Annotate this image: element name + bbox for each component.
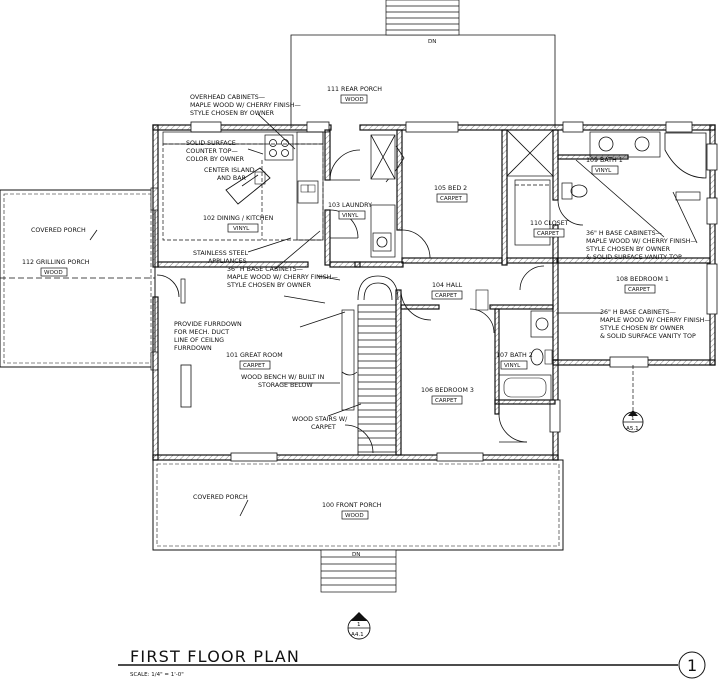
bathtub — [498, 374, 552, 401]
front-porch: DN — [152, 459, 564, 593]
cooktop — [264, 134, 294, 161]
note-base-cabinets-bath2: 36" H BASE CABINETS— MAPLE WOOD W/ CHERR… — [600, 309, 713, 340]
room-finish-bed2: CARPET — [440, 196, 463, 202]
room-name-bath2: 107 BATH 2 — [496, 352, 533, 359]
note-wood-bench: WOOD BENCH W/ BUILT IN STORAGE BELOW — [241, 374, 326, 389]
section-marker-a5: 1 A5.1 — [622, 365, 644, 433]
room-finish-hall: CARPET — [435, 293, 458, 299]
room-finish-front-porch: WOOD — [345, 513, 364, 519]
section-a4-sheet: A4.1 — [351, 632, 364, 638]
room-name-grilling-porch: 112 GRILLING PORCH — [22, 259, 90, 266]
room-finish-grilling-porch: WOOD — [44, 270, 63, 276]
room-finish-great-room: CARPET — [243, 363, 266, 369]
kitchen-sink — [297, 180, 319, 204]
room-finish-bedroom1: CARPET — [628, 287, 651, 293]
room-name-closet: 110 CLOSET — [530, 220, 569, 227]
note-overhead-cabinets: OVERHEAD CABINETS— MAPLE WOOD W/ CHERRY … — [190, 94, 303, 117]
room-finish-closet: CARPET — [537, 231, 560, 237]
room-name-bath1: 109 BATH 1 — [586, 157, 623, 164]
note-covered-porch-front: COVERED PORCH — [193, 494, 248, 501]
windows — [180, 121, 718, 462]
room-name-front-porch: 100 FRONT PORCH — [322, 502, 382, 509]
title-block: FIRST FLOOR PLAN SCALE: 1/4" = 1'-0" 1 — [118, 647, 706, 679]
center-island — [225, 167, 271, 205]
drawing-number: 1 — [687, 656, 698, 675]
room-finish-laundry: VINYL — [342, 213, 359, 219]
note-furrdown: PROVIDE FURRDOWN FOR MECH. DUCT LINE OF … — [174, 321, 244, 352]
rear-steps-dn-label: DN — [428, 39, 437, 45]
kitchen-fixtures — [162, 131, 324, 241]
bath1-fixtures — [506, 129, 707, 246]
washer — [372, 232, 392, 252]
corner-tub — [664, 132, 707, 179]
doors — [156, 145, 584, 454]
room-name-bed2: 105 BED 2 — [434, 185, 467, 192]
section-a4-number: 1 — [357, 622, 361, 628]
room-finish-bath1: VINYL — [595, 168, 612, 174]
interior-stair — [341, 275, 399, 456]
note-stainless: STAINLESS STEEL APPLIANCES — [193, 250, 250, 265]
note-center-island: CENTER ISLAND AND BAR — [204, 167, 257, 182]
room-labels: 111 REAR PORCH WOOD 102 DINING / KITCHEN… — [22, 86, 669, 520]
room-name-hall: 104 HALL — [432, 282, 463, 289]
front-steps-dn-label: DN — [352, 552, 361, 558]
room-name-laundry: 103 LAUNDRY — [328, 202, 372, 209]
wood-bench — [341, 309, 355, 411]
room-name-bedroom3: 106 BEDROOM 3 — [421, 387, 474, 394]
bath2-fixtures — [475, 289, 554, 401]
shower — [506, 129, 554, 177]
toilet-2 — [530, 348, 544, 366]
room-finish-bath2: VINYL — [504, 363, 521, 369]
room-finish-bedroom3: CARPET — [435, 398, 458, 404]
drawing-scale: SCALE: 1/4" = 1'-0" — [130, 672, 184, 678]
laundry-fixtures — [370, 134, 396, 258]
room-name-great-room: 101 GREAT ROOM — [226, 352, 283, 359]
room-finish-rear-porch: WOOD — [345, 97, 364, 103]
note-covered-porch-left: COVERED PORCH — [31, 227, 86, 234]
rear-porch: DN — [290, 0, 556, 128]
note-solid-surface: SOLID SURFACE COUNTER TOP— COLOR BY OWNE… — [186, 140, 245, 163]
vanity — [589, 131, 661, 158]
annotation-notes: COVERED PORCH COVERED PORCH OVERHEAD CAB… — [31, 94, 713, 501]
room-name-bedroom1: 108 BEDROOM 1 — [616, 276, 669, 283]
note-base-cabinets-kitchen: 36" H BASE CABINETS— MAPLE WOOD W/ CHERR… — [227, 266, 340, 289]
note-wood-stairs: WOOD STAIRS W/ CARPET — [292, 416, 349, 431]
section-a5-sheet: A5.1 — [626, 426, 639, 432]
room-name-dining-kitchen: 102 DINING / KITCHEN — [203, 215, 274, 222]
section-marker-a4: 1 A4.1 — [347, 612, 371, 640]
section-a5-number: 1 — [631, 416, 635, 422]
drawing-title: FIRST FLOOR PLAN — [130, 647, 300, 666]
note-base-cabinets-bath1: 36" H BASE CABINETS— MAPLE WOOD W/ CHERR… — [586, 230, 699, 261]
room-name-rear-porch: 111 REAR PORCH — [327, 86, 382, 93]
leader-lines — [89, 113, 698, 517]
room-finish-dining-kitchen: VINYL — [233, 226, 250, 232]
toilet-1 — [570, 184, 588, 198]
